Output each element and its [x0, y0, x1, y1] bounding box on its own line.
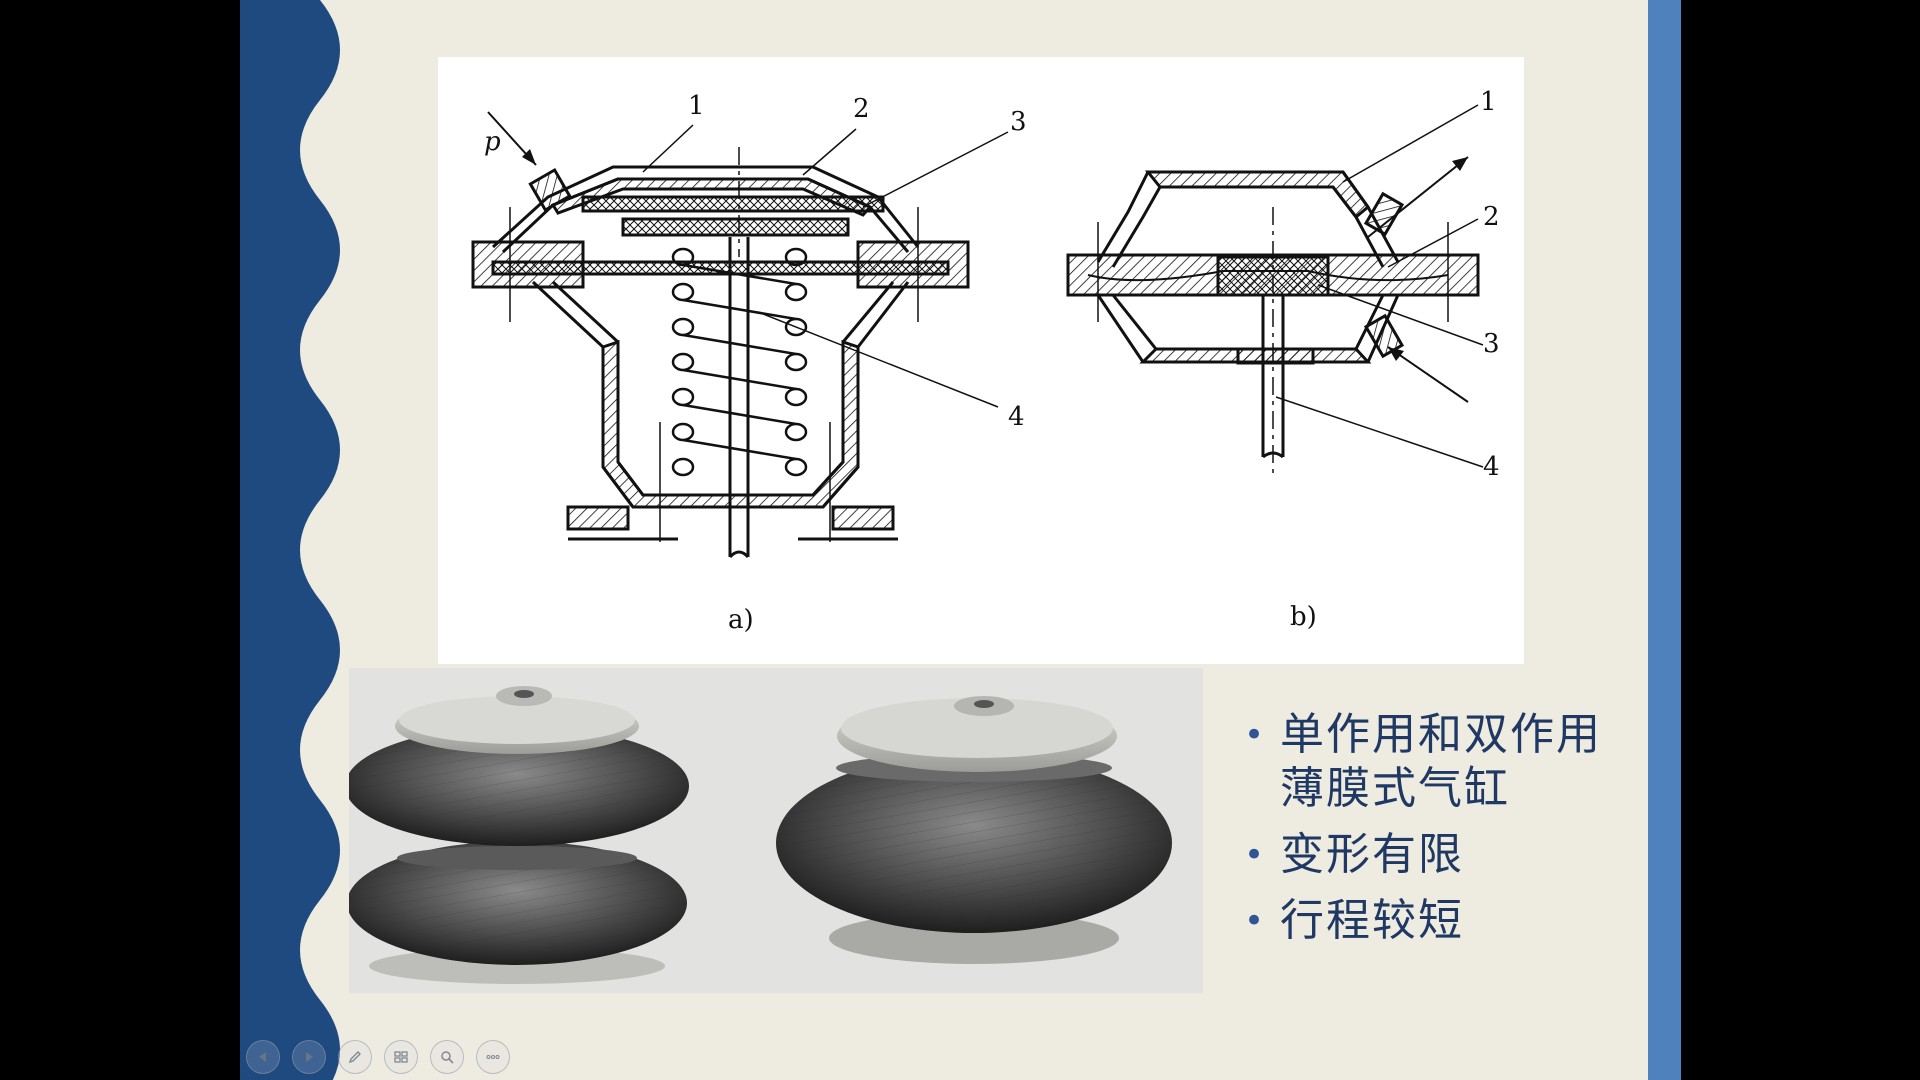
diagram-b	[1066, 104, 1484, 477]
bullet-text: 单作用和双作用薄膜式气缸	[1280, 709, 1602, 814]
bullet-text: 行程较短	[1280, 895, 1464, 946]
slide: p 1 2 3 4 a) 1 2 3 4 b)	[240, 0, 1681, 1080]
bullet-item: • 变形有限	[1240, 828, 1620, 882]
diagram-drawing	[471, 104, 1484, 559]
bellows-photo-image	[345, 668, 1203, 993]
part-label-a-4: 4	[1008, 402, 1025, 432]
double-bellow	[345, 686, 689, 984]
single-bellow	[776, 696, 1172, 964]
bullet-item: • 行程较短	[1240, 894, 1620, 948]
bullet-list: • 单作用和双作用薄膜式气缸 • 变形有限 • 行程较短	[1240, 708, 1620, 960]
panel-label-b: b)	[1290, 602, 1317, 632]
air-bellows-photo	[345, 668, 1203, 993]
slides-icon[interactable]	[384, 1040, 418, 1074]
right-accent-band	[1648, 0, 1681, 1080]
more-icon[interactable]	[476, 1040, 510, 1074]
bullet-item: • 单作用和双作用薄膜式气缸	[1240, 708, 1620, 816]
zoom-icon[interactable]	[430, 1040, 464, 1074]
next-icon[interactable]	[292, 1040, 326, 1074]
panel-label-a: a)	[728, 605, 754, 635]
bullet-text: 变形有限	[1280, 829, 1464, 880]
prev-icon[interactable]	[246, 1040, 280, 1074]
part-label-a-2: 2	[853, 94, 870, 124]
diagram-a	[471, 111, 1009, 559]
part-label-b-4: 4	[1483, 452, 1500, 482]
pen-icon[interactable]	[338, 1040, 372, 1074]
left-wave-band	[240, 0, 340, 1080]
bullet-dot-icon: •	[1244, 835, 1267, 875]
part-label-a-3: 3	[1010, 107, 1027, 137]
bullet-dot-icon: •	[1244, 715, 1267, 755]
part-label-b-3: 3	[1483, 329, 1500, 359]
pressure-label: p	[484, 127, 501, 157]
part-label-a-1: 1	[688, 91, 705, 121]
bullet-dot-icon: •	[1244, 901, 1267, 941]
diaphragm-cylinder-diagram: p 1 2 3 4 a) 1 2 3 4 b)	[438, 57, 1524, 664]
part-label-b-1: 1	[1480, 87, 1497, 117]
part-label-b-2: 2	[1483, 202, 1500, 232]
slideshow-controls	[246, 1040, 510, 1074]
